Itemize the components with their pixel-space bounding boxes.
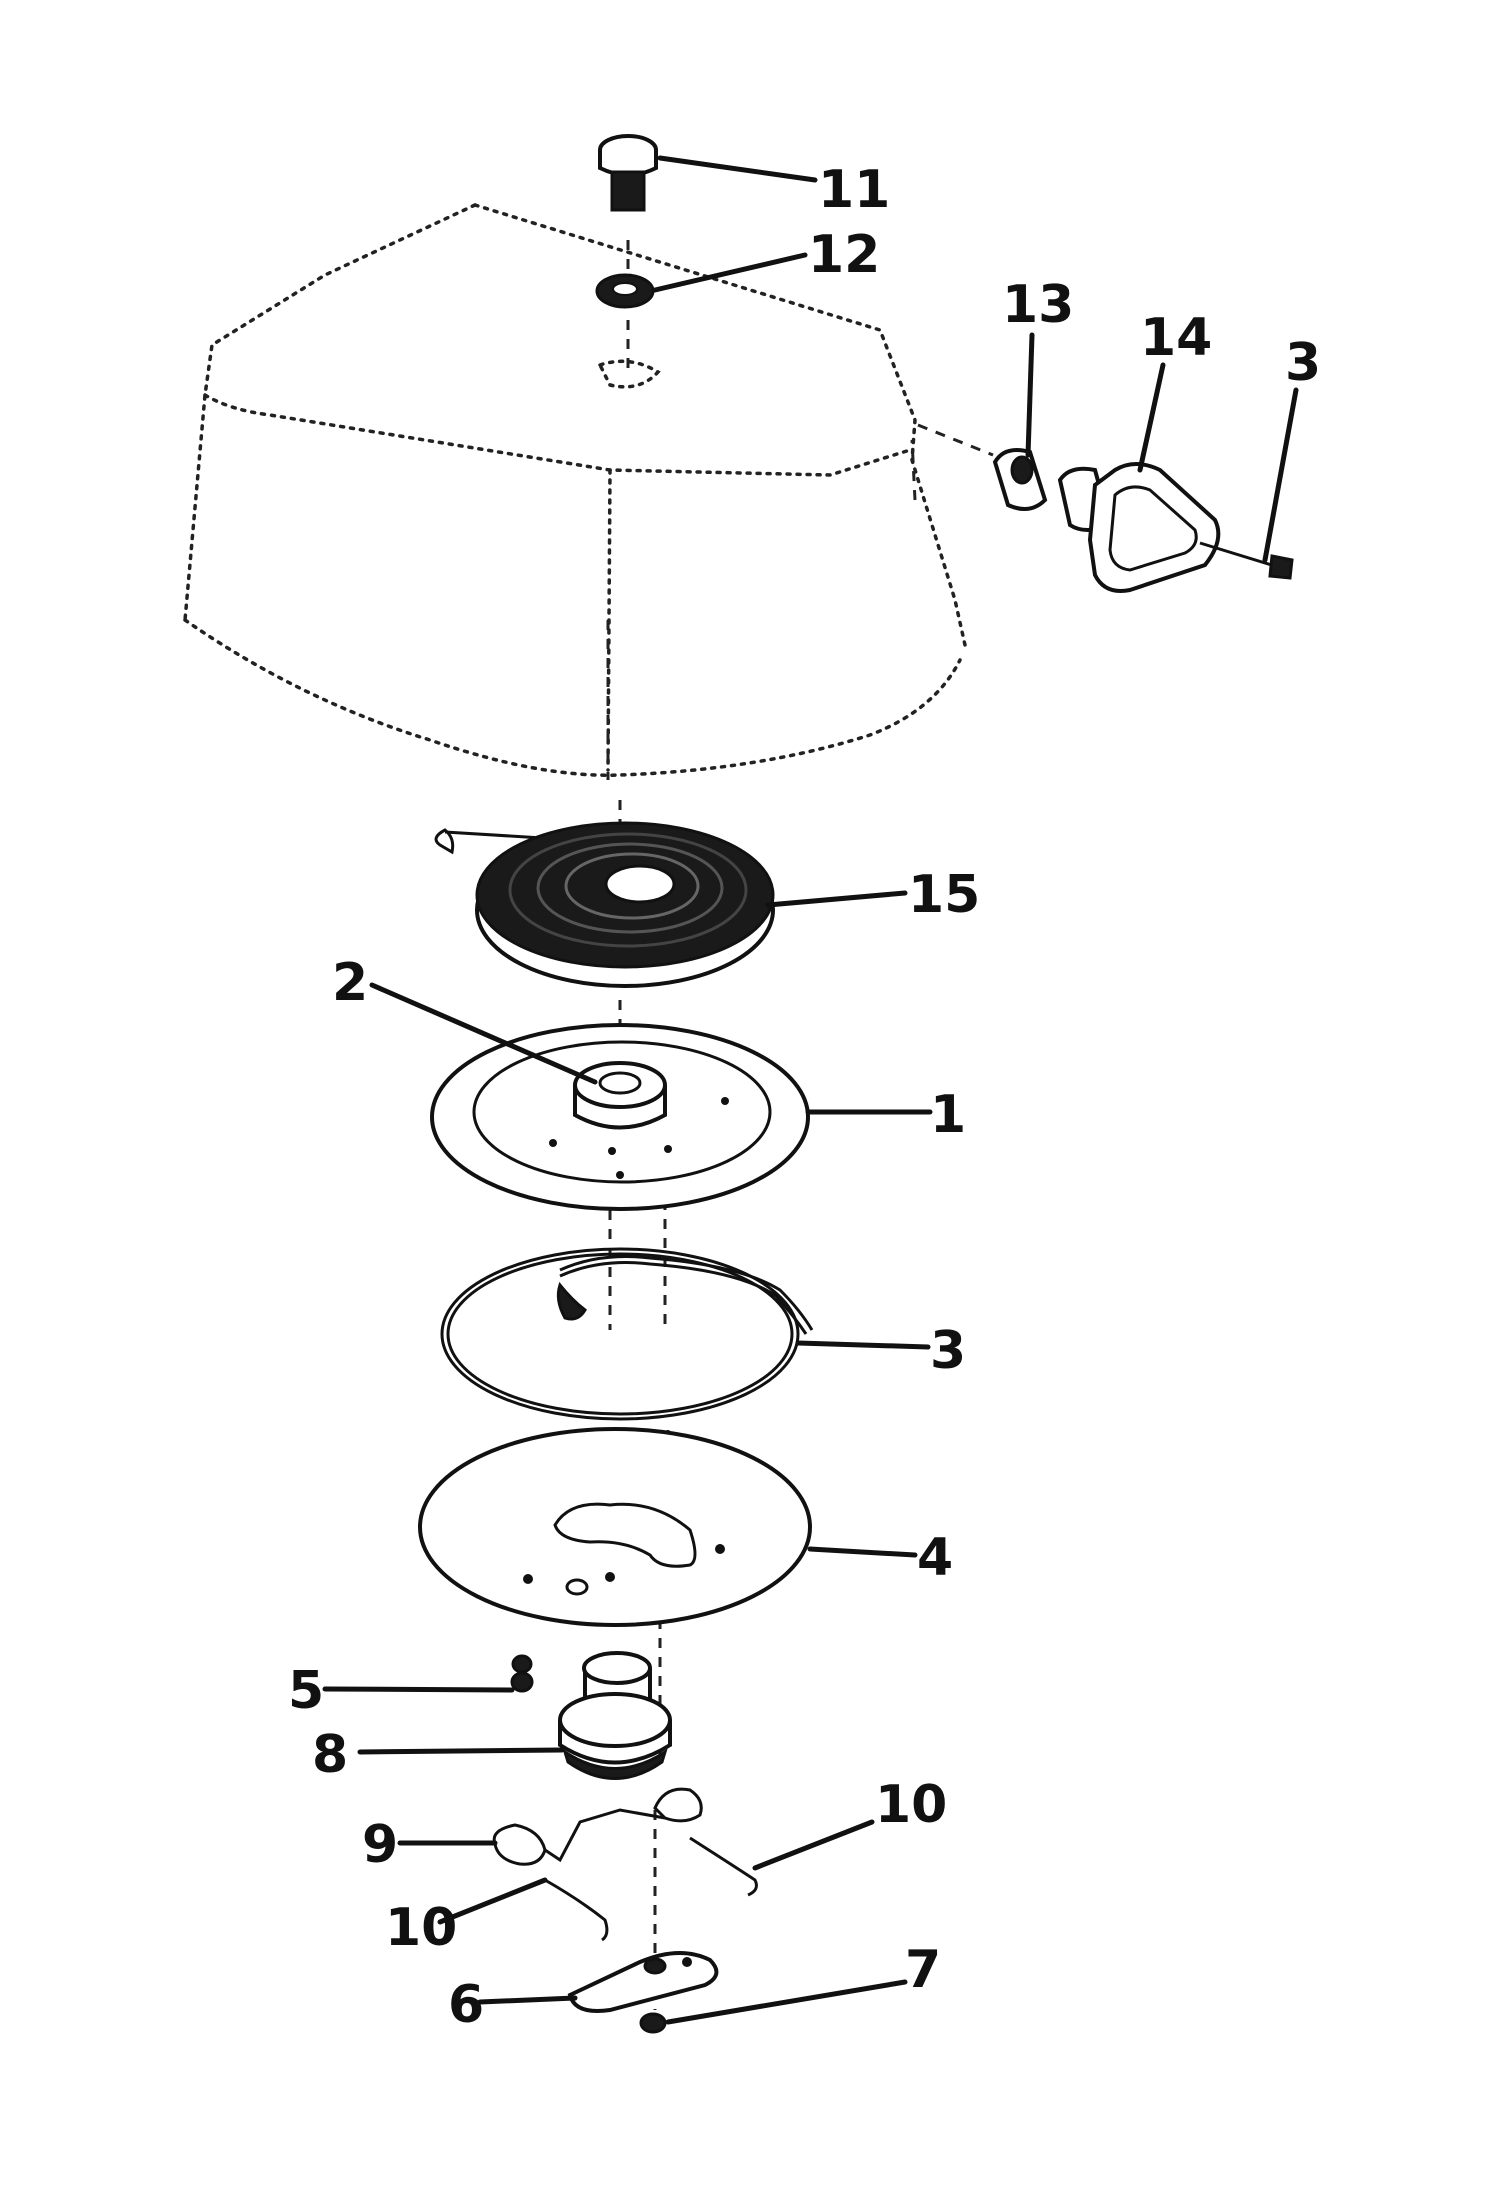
label-part-3-upper: 3 (1285, 333, 1321, 393)
label-part-13: 13 (1002, 275, 1074, 335)
label-part-1: 1 (930, 1085, 966, 1145)
leader-10-right (752, 1819, 875, 1871)
leader-15 (765, 890, 908, 908)
label-part-14: 14 (1140, 308, 1212, 368)
part-labels: 11 12 13 14 3 15 2 1 3 4 5 8 9 10 10 6 7 (288, 160, 1321, 2035)
pawl-part-6 (567, 1950, 719, 2013)
washer-part-12 (595, 273, 655, 309)
leader-4 (807, 1546, 918, 1558)
spring-part-10-right (689, 1836, 758, 1897)
hub-part-8 (558, 1651, 672, 1780)
bushing-part-2 (573, 1061, 667, 1130)
leader-14 (1137, 362, 1166, 473)
label-part-4: 4 (917, 1528, 953, 1588)
label-part-15: 15 (908, 865, 980, 925)
leader-5 (322, 1686, 515, 1693)
screw-part-11 (598, 134, 658, 212)
label-part-8: 8 (312, 1725, 348, 1785)
clip-part-7 (639, 2012, 667, 2034)
leader-8 (357, 1747, 565, 1755)
leader-7 (665, 1979, 908, 2025)
recoil-spring-part-15 (434, 821, 775, 988)
label-part-10-left: 10 (385, 1898, 457, 1958)
leader-3-lower (795, 1340, 931, 1350)
nut-part-13 (992, 448, 1048, 511)
label-part-6: 6 (448, 1975, 484, 2035)
label-part-10-right: 10 (875, 1775, 947, 1835)
plate-part-4 (418, 1427, 812, 1627)
leader-11 (657, 155, 818, 183)
leader-10-left (437, 1877, 548, 1925)
label-part-7: 7 (905, 1940, 941, 2000)
label-part-2: 2 (332, 953, 368, 1013)
starter-housing-cover (183, 203, 967, 777)
leader-lines (322, 155, 1299, 2025)
handle-part-14 (1057, 462, 1221, 593)
pin-part-3-upper (1199, 541, 1294, 580)
starter-rope-part-3 (440, 1247, 814, 1421)
label-part-9: 9 (362, 1815, 398, 1875)
label-part-11: 11 (818, 160, 890, 220)
leader-12 (652, 252, 808, 293)
leader-3-upper (1262, 387, 1299, 563)
leader-6 (477, 1995, 578, 2005)
pin-part-5 (510, 1654, 534, 1693)
label-part-12: 12 (808, 225, 880, 285)
spring-part-10-left (544, 1878, 609, 1942)
label-part-3-lower: 3 (930, 1321, 966, 1381)
leader-13 (1025, 332, 1035, 458)
label-part-5: 5 (288, 1661, 324, 1721)
leader-2 (369, 982, 598, 1085)
pawl-spring-part-9 (492, 1787, 703, 1866)
